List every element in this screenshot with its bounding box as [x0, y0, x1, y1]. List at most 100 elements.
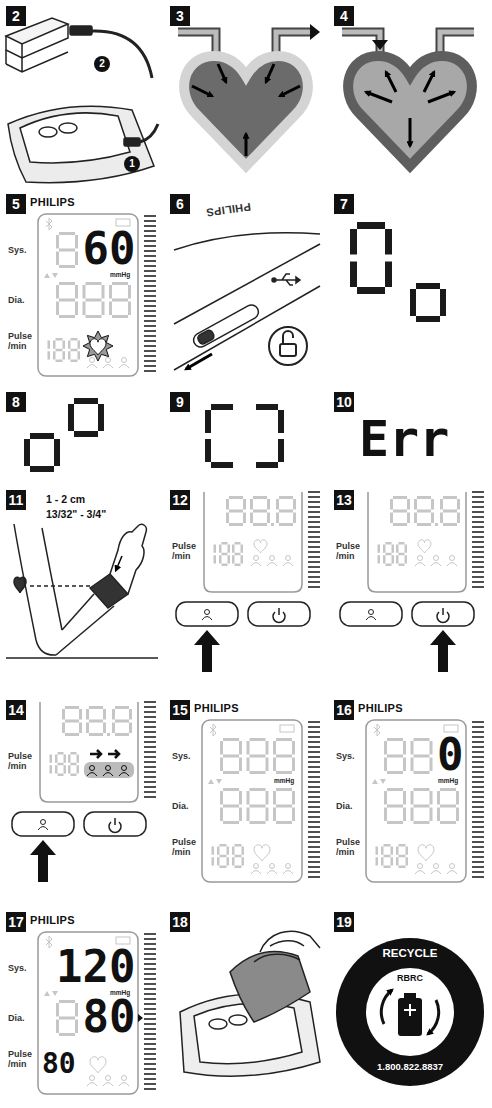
bar-scale — [308, 731, 320, 733]
lcd-segment — [384, 855, 391, 858]
bar-scale — [472, 876, 484, 878]
lcd-segment — [271, 523, 274, 526]
lcd-segment — [53, 351, 56, 359]
trend-arrows — [372, 779, 386, 784]
inflation-heart-drawing-part-part — [245, 134, 248, 156]
usb-charging-drawing-part — [20, 113, 130, 163]
arm-position-drawing-part — [116, 556, 122, 570]
lock-switch-drawing — [174, 233, 320, 370]
cleaning-drawing-part — [230, 952, 310, 1022]
user-icon — [119, 365, 129, 369]
user-icon — [251, 563, 261, 567]
cleaning-drawing-part — [229, 1015, 247, 1025]
bar-scale — [472, 501, 484, 503]
lcd-segment — [56, 349, 63, 352]
deflation-heart-drawing-part — [372, 40, 388, 50]
power-button — [84, 812, 146, 836]
lcd-segment — [417, 523, 431, 526]
bar-scale — [472, 566, 484, 568]
lcd-segment — [266, 808, 269, 822]
bar-scale — [472, 841, 484, 843]
lcd-segment — [396, 857, 399, 865]
step-number: 4 — [334, 6, 354, 26]
lcd-segment — [74, 398, 98, 404]
bar-scale — [472, 826, 484, 828]
bar-scale — [472, 751, 484, 753]
display-label: Sys. — [8, 964, 38, 974]
deflation-heart-drawing-part-part — [409, 118, 412, 146]
bar-scale — [308, 801, 320, 803]
inflation-heart-drawing-part-part — [218, 64, 226, 82]
lcd-segment — [250, 513, 253, 524]
user-icon — [270, 864, 275, 869]
lcd-segment — [68, 755, 71, 763]
bar-scale — [144, 225, 156, 227]
inflation-heart-drawing-part-part — [266, 64, 274, 82]
user-button — [176, 602, 238, 626]
lcd-segment — [211, 462, 233, 468]
unit-label: mmHg — [110, 272, 130, 279]
bar-scale — [144, 335, 156, 337]
bar-scale — [472, 746, 484, 748]
user-icon — [418, 556, 423, 561]
lcd-segment — [253, 496, 267, 499]
lcd-segment — [232, 857, 235, 865]
bar-scale — [472, 831, 484, 833]
bar-scale — [308, 841, 320, 843]
lcd-segment — [53, 341, 56, 349]
power-button — [412, 602, 474, 626]
lcd-segment — [383, 545, 386, 553]
lcd-segment — [86, 315, 102, 318]
lcd-segment — [350, 229, 357, 255]
lcd-segment — [48, 341, 51, 349]
lcd-segment — [378, 555, 381, 563]
lcd-segment — [414, 513, 417, 524]
bar-scale — [144, 1043, 156, 1045]
bar-scale — [144, 360, 156, 362]
lcd-segment — [276, 821, 292, 824]
recycle-seal-part — [366, 968, 454, 1056]
lcd-segment — [129, 709, 132, 720]
lcd-segment — [222, 542, 228, 545]
bar-scale — [308, 561, 320, 563]
lcd-segment — [235, 866, 242, 869]
user-icon — [447, 871, 457, 875]
lcd-segment — [226, 499, 229, 510]
lcd-segment — [385, 229, 392, 255]
lcd-segment — [79, 723, 82, 734]
inflation-heart-drawing-part — [192, 64, 300, 156]
lcd-segment — [235, 855, 242, 858]
deflation-heart-drawing-part-part — [428, 92, 454, 102]
lcd-segment — [273, 791, 276, 805]
lcd-segment — [414, 821, 430, 824]
bar-scale — [308, 571, 320, 573]
user-icon — [450, 864, 455, 869]
heart-icon — [90, 339, 106, 355]
bar-scale — [144, 215, 156, 217]
lcd-segment — [417, 496, 431, 499]
bar-scale — [472, 816, 484, 818]
bar-scale — [308, 856, 320, 858]
user-icon — [286, 556, 291, 561]
user-icon — [267, 871, 277, 875]
step-number: 9 — [170, 392, 190, 412]
usb-charging-drawing-part — [140, 124, 158, 142]
lcd-segment — [223, 805, 239, 808]
lcd-segment — [403, 791, 406, 805]
lcd-segment — [102, 302, 105, 316]
lcd-segment — [253, 523, 267, 526]
lcd-segment — [59, 299, 75, 302]
bar-scale — [308, 746, 320, 748]
user-icon — [270, 556, 275, 561]
lcd-segment — [86, 709, 89, 720]
user-icon — [87, 365, 97, 369]
lcd-segment — [30, 466, 54, 472]
lcd-segment — [75, 1020, 78, 1034]
bar-scale — [472, 576, 484, 578]
lcd-segment — [98, 404, 104, 431]
lcd-segment — [71, 338, 78, 341]
recycle-text: 1.800.822.8837 — [377, 1062, 443, 1072]
lcd-segment — [59, 282, 75, 285]
display-label: Pulse /min — [8, 332, 38, 352]
